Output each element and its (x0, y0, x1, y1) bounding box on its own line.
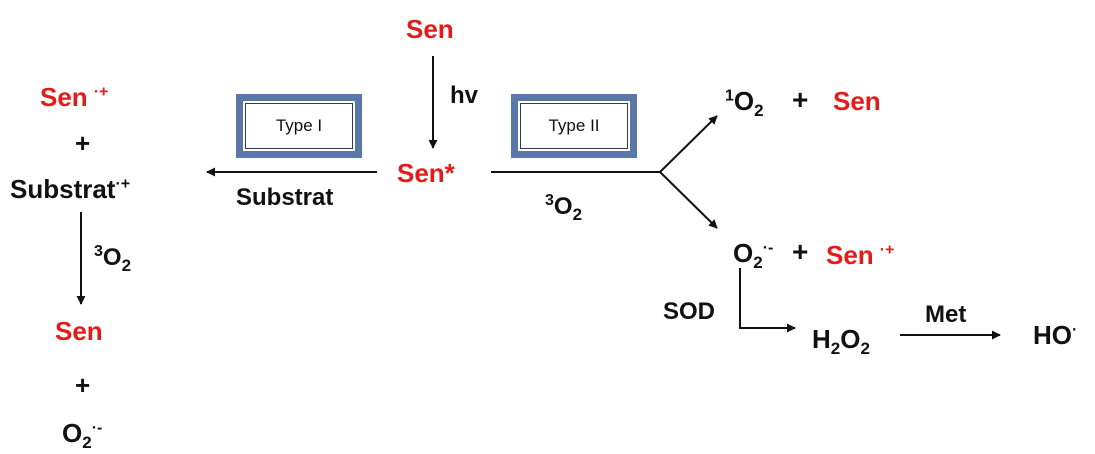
subscript: 2 (753, 253, 763, 273)
superoxide-arrow (659, 171, 718, 229)
radical-anion-mark: ·- (91, 419, 103, 437)
sensitizer-regenerated: Sen (55, 316, 103, 346)
oxygen-symbol: O (62, 418, 83, 448)
hydrogen-symbol: H (812, 324, 831, 354)
sensitizer-ground-type2: Sen (833, 86, 881, 116)
type2-box-label: Type II (520, 103, 628, 149)
radical-cation-mark: ·+ (93, 83, 109, 101)
plus-sign: + (75, 370, 91, 400)
superoxide-product: O2·- (62, 418, 103, 451)
sensitizer-radical-text: Sen (826, 240, 874, 270)
type2-box: Type II (511, 94, 637, 158)
superscript: 3 (545, 192, 554, 209)
sensitizer-excited: Sen* (397, 158, 455, 188)
plus-sign: + (792, 236, 809, 267)
radical-cation-mark: ·+ (115, 175, 131, 193)
subscript: 2 (82, 433, 92, 453)
radical-mark: · (1072, 321, 1078, 339)
subscript: 2 (860, 339, 870, 359)
substrate-radical-cation: Substrat·+ (10, 176, 130, 202)
radical-cation-mark: ·+ (879, 241, 895, 259)
oxygen-symbol: O (733, 238, 754, 268)
type1-box-label: Type I (245, 103, 353, 149)
hydroxyl-text: HO (1033, 320, 1072, 350)
type1-arrow-label: Substrat (236, 184, 334, 211)
subscript: 2 (572, 204, 583, 224)
metal-label: Met (925, 301, 967, 328)
singlet-oxygen: 1O2 (725, 86, 764, 119)
sod-label: SOD (663, 298, 716, 325)
hydroxyl-radical: HO· (1033, 322, 1077, 348)
radical-anion-mark: ·- (762, 239, 774, 257)
hydrogen-peroxide: H2O2 (812, 324, 870, 357)
sod-arrow (739, 268, 796, 333)
superscript: 3 (94, 243, 103, 260)
sensitizer-radical-cation-type2: Sen ·+ (826, 242, 894, 268)
superscript: 1 (725, 87, 734, 105)
oxygen-symbol: O (102, 244, 122, 271)
substrate-radical-text: Substrat (10, 174, 116, 204)
sensitizer-radical-cation: Sen ·+ (40, 84, 108, 110)
oxygen-symbol: O (840, 324, 861, 354)
type1-oxygen-label: 3O2 (94, 243, 131, 274)
subscript: 2 (754, 101, 764, 121)
sensitizer-ground: Sen (406, 14, 454, 44)
plus-sign: + (75, 128, 91, 158)
light-label: hv (450, 82, 479, 109)
type1-box: Type I (236, 94, 362, 158)
subscript: 2 (121, 255, 132, 275)
oxygen-symbol: O (553, 193, 573, 220)
oxygen-symbol: O (733, 86, 755, 116)
type2-oxygen-label: 3O2 (545, 192, 582, 223)
sensitizer-radical-text: Sen (40, 82, 88, 112)
subscript: 2 (830, 339, 841, 359)
singlet-oxygen-arrow (659, 115, 718, 173)
superoxide-type2: O2·- (733, 238, 774, 271)
plus-sign: + (792, 84, 809, 115)
